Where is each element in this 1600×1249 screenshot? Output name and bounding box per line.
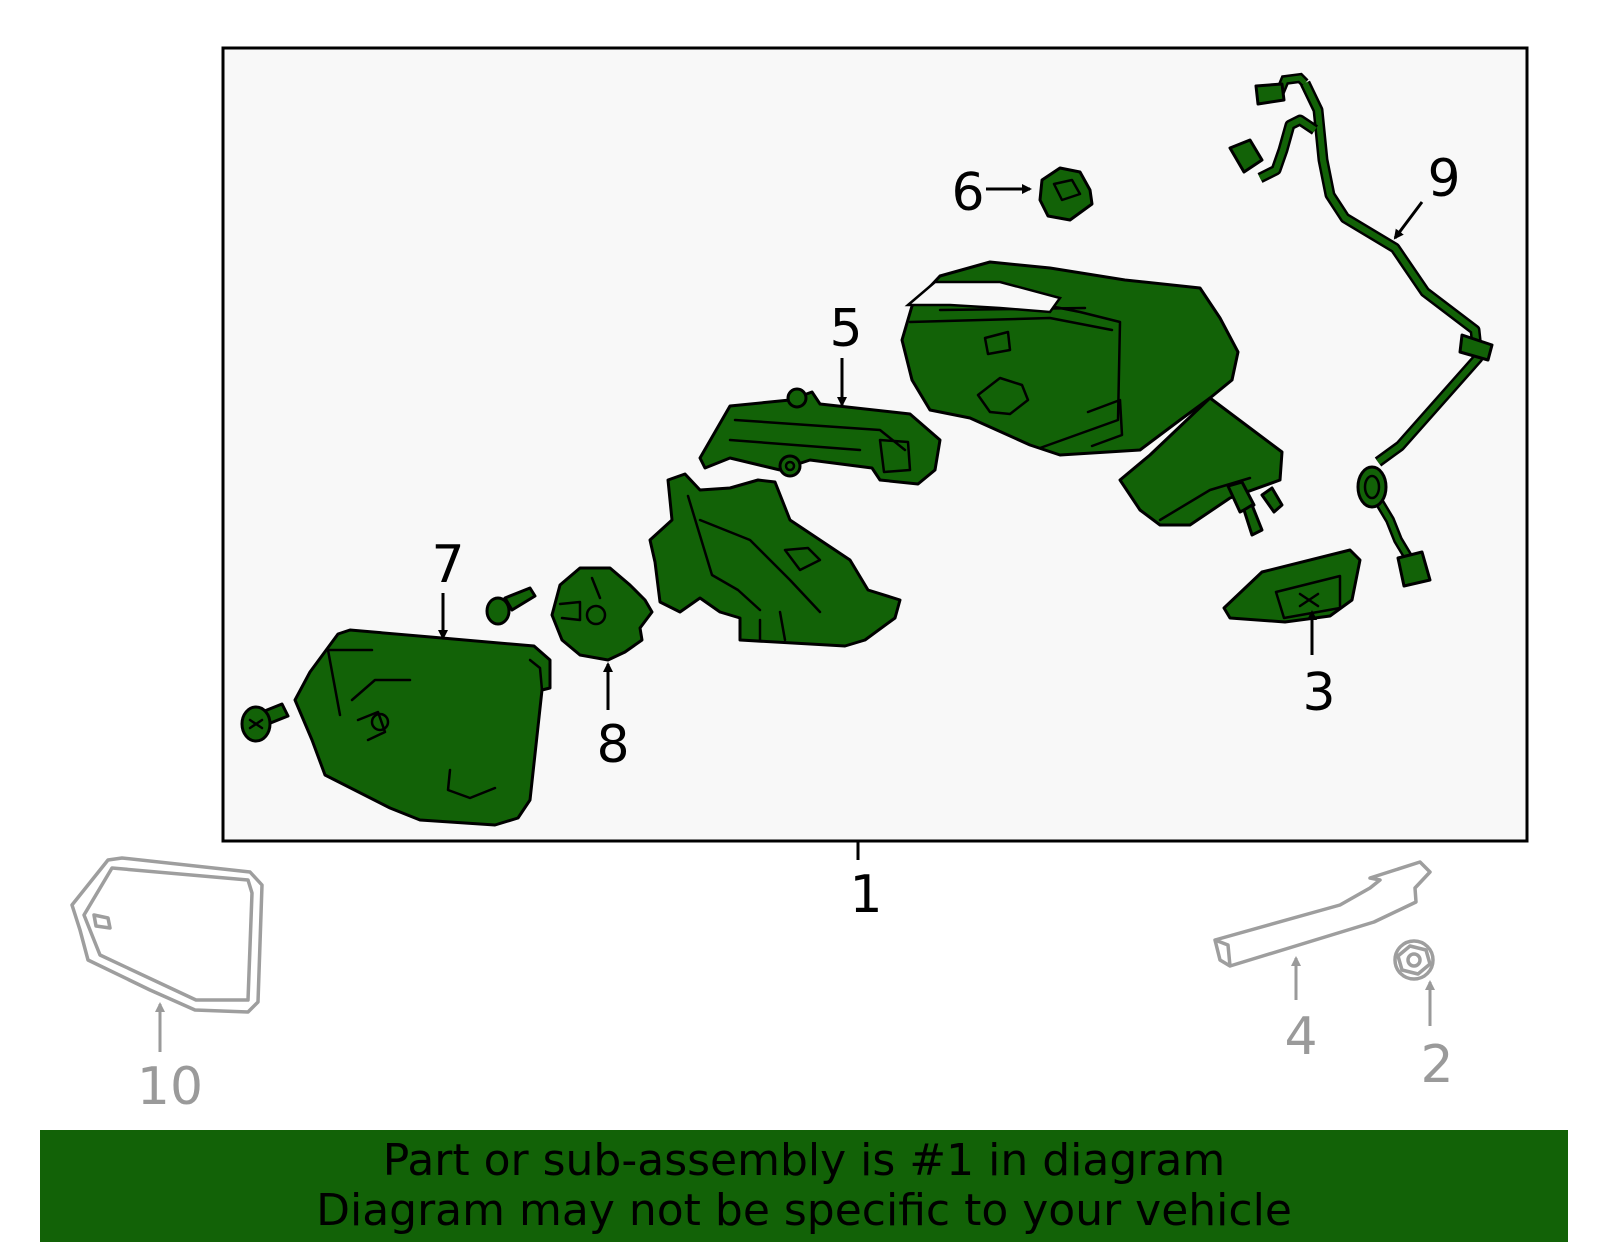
ghost-trim-strip xyxy=(1213,860,1432,968)
ghost-mirror-glass xyxy=(70,856,264,1014)
callout-4: 4 xyxy=(1284,1007,1317,1067)
callout-6: 6 xyxy=(951,163,984,223)
callout-1: 1 xyxy=(849,865,882,925)
arrow-9 xyxy=(1393,201,1424,240)
callout-2: 2 xyxy=(1420,1035,1453,1095)
callout-3: 3 xyxy=(1302,663,1335,723)
info-banner: Part or sub-assembly is #1 in diagram Di… xyxy=(40,1130,1568,1242)
actuator-plate-part xyxy=(550,566,654,662)
screw-lower-part xyxy=(240,702,290,743)
callout-5: 5 xyxy=(829,299,862,359)
screw-upper-part xyxy=(485,586,537,626)
parts-diagram: 1 2 3 4 5 6 7 8 9 10 xyxy=(70,46,1529,1117)
ghost-nut xyxy=(1393,939,1435,981)
banner-line-1: Part or sub-assembly is #1 in diagram xyxy=(382,1135,1226,1186)
turn-signal-part xyxy=(698,387,942,486)
puddle-lamp-part xyxy=(1222,548,1362,624)
mirror-glass-part xyxy=(293,628,552,827)
callout-10: 10 xyxy=(137,1057,203,1117)
mirror-housing-part xyxy=(900,260,1284,537)
callout-8: 8 xyxy=(596,715,629,775)
wiring-harness-part xyxy=(1228,72,1494,588)
banner-line-2: Diagram may not be specific to your vehi… xyxy=(316,1185,1292,1236)
clip-part xyxy=(1038,166,1094,222)
callout-9: 9 xyxy=(1427,149,1460,209)
actuator-bracket-part xyxy=(648,472,902,648)
callout-7: 7 xyxy=(431,535,464,595)
